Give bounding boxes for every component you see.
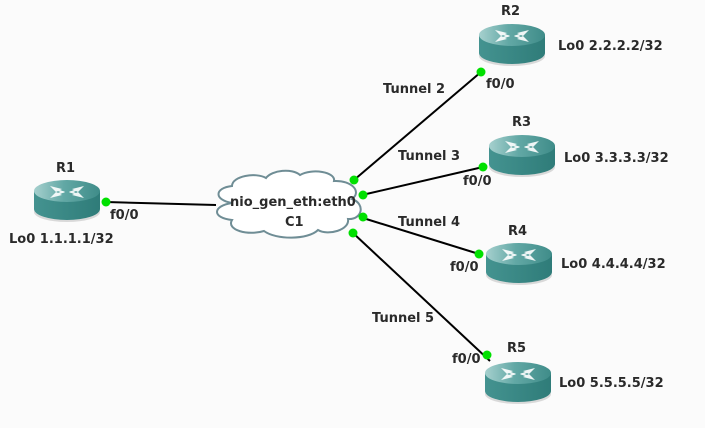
port-dot-r5 xyxy=(482,350,492,360)
loopback-label-r5: Lo0 5.5.5.5/32 xyxy=(559,376,664,391)
node-name-r4: R4 xyxy=(508,224,528,239)
router-icon xyxy=(484,243,554,291)
node-name-r2: R2 xyxy=(501,4,521,19)
link-label-tunnel-2: Tunnel 2 xyxy=(383,82,446,97)
link-tunnel-5[interactable] xyxy=(352,232,491,362)
loopback-label-r1: Lo0 1.1.1.1/32 xyxy=(9,232,114,247)
port-dot-r3 xyxy=(478,162,488,172)
router-r3[interactable] xyxy=(487,133,557,179)
port-dot-r1 xyxy=(101,197,111,207)
link-r1-c1[interactable] xyxy=(105,201,217,206)
port-dots xyxy=(101,67,492,360)
port-dot-r2 xyxy=(476,67,486,77)
link-tunnel-2[interactable] xyxy=(353,71,482,181)
link-tunnel-4[interactable] xyxy=(362,217,480,255)
link-tunnel-3[interactable] xyxy=(361,166,484,196)
node-name-r1: R1 xyxy=(56,161,76,176)
port-dot-r4 xyxy=(474,249,484,259)
port-dot-c1-t2 xyxy=(349,175,359,185)
router-r4[interactable] xyxy=(484,241,554,287)
link-label-tunnel-4: Tunnel 4 xyxy=(398,215,461,230)
loopback-label-r3: Lo0 3.3.3.3/32 xyxy=(564,151,669,166)
router-r5[interactable] xyxy=(483,360,553,406)
cloud-icon[interactable] xyxy=(216,169,362,239)
port-label-r3: f0/0 xyxy=(463,174,492,189)
router-icon xyxy=(477,24,547,72)
router-icon xyxy=(483,362,553,410)
port-dot-c1-t3 xyxy=(358,190,368,200)
port-label-r5: f0/0 xyxy=(452,352,481,367)
port-label-r4: f0/0 xyxy=(450,260,479,275)
node-name-c1: C1 xyxy=(285,215,304,230)
router-icon xyxy=(487,135,557,183)
port-label-r2: f0/0 xyxy=(486,77,515,92)
router-r2[interactable] xyxy=(477,22,547,68)
node-name-r5: R5 xyxy=(507,341,527,356)
port-dot-c1-t4 xyxy=(358,212,368,222)
router-icon xyxy=(32,180,102,228)
node-name-r3: R3 xyxy=(512,115,532,130)
port-dot-c1-t5 xyxy=(348,228,358,238)
loopback-label-r4: Lo0 4.4.4.4/32 xyxy=(561,257,666,272)
loopback-label-r2: Lo0 2.2.2.2/32 xyxy=(558,39,663,54)
link-label-tunnel-3: Tunnel 3 xyxy=(398,149,461,164)
cloud-interface-label: nio_gen_eth:eth0 xyxy=(230,195,356,210)
port-label-r1: f0/0 xyxy=(110,208,139,223)
router-r1[interactable] xyxy=(32,178,102,224)
link-label-tunnel-5: Tunnel 5 xyxy=(372,311,435,326)
